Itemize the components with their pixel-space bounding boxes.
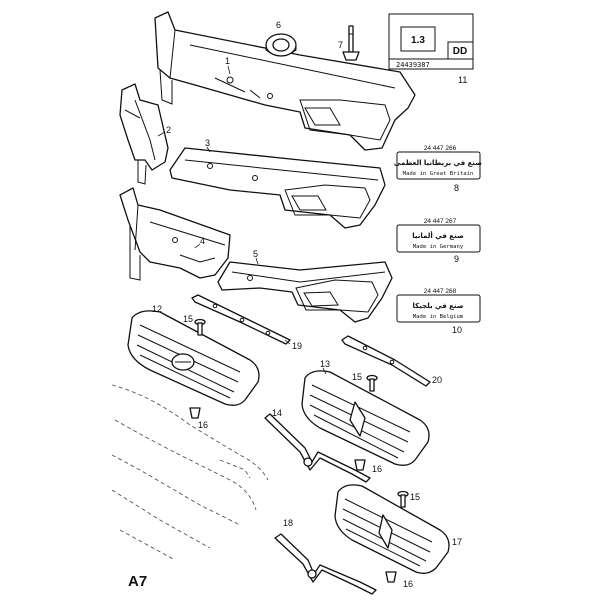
callout-4: 4 bbox=[200, 236, 205, 246]
callout-1: 1 bbox=[225, 56, 230, 66]
part-17-radiator-grille bbox=[334, 484, 450, 574]
callout-16-c: 16 bbox=[403, 579, 413, 589]
part-2-side-bracket bbox=[119, 83, 169, 185]
part-15-screw-b bbox=[366, 374, 378, 392]
label-10-made-in-belgium: 24 447 268 صنع في بلجيكا Made in Belgium bbox=[396, 288, 481, 323]
label-9-made-in: Made in Germany bbox=[413, 244, 464, 250]
callout-11: 11 bbox=[458, 75, 467, 85]
grille-center-bar-17 bbox=[378, 514, 393, 549]
callout-3: 3 bbox=[205, 138, 210, 148]
leader-4 bbox=[194, 243, 201, 249]
callout-2: 2 bbox=[166, 125, 171, 135]
callout-9: 9 bbox=[454, 254, 459, 264]
leader-3 bbox=[206, 146, 211, 153]
section-tag: A7 bbox=[128, 573, 147, 590]
callout-16-b: 16 bbox=[372, 464, 382, 474]
label-8-made-in: Made in Great Britain bbox=[403, 171, 474, 177]
callout-20: 20 bbox=[432, 375, 442, 385]
label-10-made-in: Made in Belgium bbox=[413, 314, 464, 320]
callout-8: 8 bbox=[454, 183, 459, 193]
part-6-grommet bbox=[265, 33, 297, 57]
plate-size-box bbox=[400, 26, 436, 52]
plate-code: 24439387 bbox=[396, 61, 430, 69]
label-8-made-in-great-britain: 24 447 266 صنع في بريطانيا العظمى Made i… bbox=[394, 145, 482, 180]
part-20-trim-strip bbox=[341, 335, 431, 387]
part-14-grille-frame bbox=[264, 413, 371, 483]
callout-17: 17 bbox=[452, 537, 462, 547]
part-16-clip-c bbox=[385, 571, 397, 583]
part-18-grille-frame bbox=[274, 533, 377, 595]
callout-19: 19 bbox=[292, 341, 302, 351]
plate-variant-text: DD bbox=[453, 46, 467, 57]
label-8-arabic: صنع في بريطانيا العظمى bbox=[394, 159, 482, 167]
label-8-code: 24 447 266 bbox=[424, 145, 457, 152]
part-16-clip-a bbox=[189, 407, 201, 419]
part-1-front-panel bbox=[154, 11, 416, 151]
callout-10: 10 bbox=[452, 325, 462, 335]
part-7-push-pin bbox=[342, 25, 360, 61]
plate-size-text: 1.3 bbox=[411, 35, 425, 46]
callout-16-a: 16 bbox=[198, 420, 208, 430]
callout-5: 5 bbox=[253, 249, 258, 259]
part-15-screw-a bbox=[194, 318, 206, 336]
label-9-code: 24 447 267 bbox=[424, 218, 457, 225]
leader-1 bbox=[227, 65, 231, 75]
callout-15-c: 15 bbox=[410, 492, 420, 502]
leader-13 bbox=[322, 367, 327, 375]
part-13-radiator-grille bbox=[301, 370, 430, 466]
grille-center-bar-13 bbox=[349, 401, 366, 437]
callout-15-b: 15 bbox=[352, 372, 362, 382]
callout-14: 14 bbox=[272, 408, 282, 418]
callout-18: 18 bbox=[283, 518, 293, 528]
callout-6: 6 bbox=[276, 20, 281, 30]
label-9-made-in-germany: 24 447 267 صنع في ألمانيا Made in German… bbox=[396, 218, 481, 253]
part-12-radiator-grille bbox=[127, 310, 260, 406]
leader-19 bbox=[284, 339, 291, 345]
callout-15-a: 15 bbox=[183, 314, 193, 324]
callout-7: 7 bbox=[338, 40, 343, 50]
label-9-arabic: صنع في ألمانيا bbox=[412, 231, 464, 240]
part-3-front-panel-section bbox=[169, 147, 386, 229]
label-10-code: 24 447 268 bbox=[424, 288, 457, 295]
part-4-front-panel-left bbox=[119, 187, 231, 281]
vehicle-front-outline bbox=[111, 384, 269, 561]
part-15-screw-c bbox=[397, 490, 409, 508]
callout-13: 13 bbox=[320, 359, 330, 369]
label-10-arabic: صنع في بلجيكا bbox=[412, 302, 463, 310]
part-11-identification-plate: 1.3 DD 24439387 bbox=[388, 13, 474, 70]
leader-5 bbox=[255, 257, 259, 265]
part-5-front-panel-right bbox=[217, 261, 393, 323]
leader-2 bbox=[157, 131, 166, 137]
callout-12: 12 bbox=[152, 304, 162, 314]
part-16-clip-b bbox=[354, 459, 366, 471]
